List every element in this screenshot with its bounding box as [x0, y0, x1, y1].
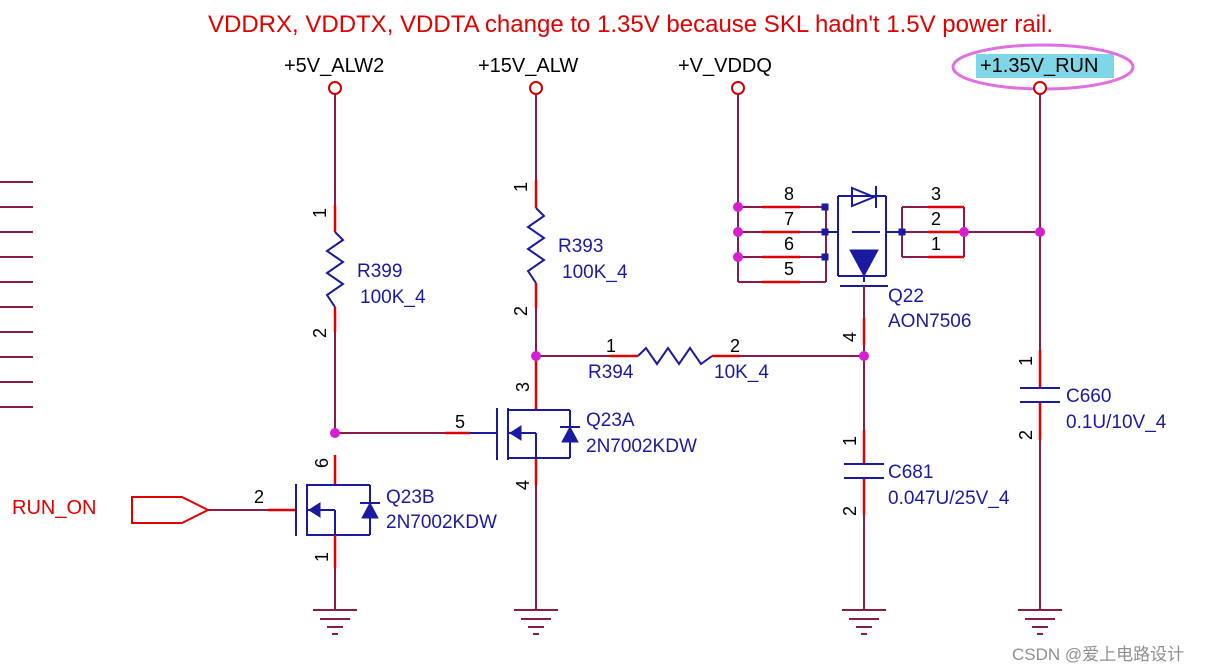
r393-pin1: 1	[511, 182, 531, 192]
wires-branch-15v	[534, 94, 864, 610]
q23a-source-pin: 4	[513, 480, 533, 490]
q23a-gate-pin: 5	[455, 412, 465, 432]
run-on-label: RUN_ON	[12, 497, 96, 519]
mosfet-q23a	[470, 408, 580, 460]
rail-highlight	[976, 54, 1114, 78]
resistor-r394	[637, 346, 713, 366]
q23a-drain-pin: 3	[513, 382, 533, 392]
rail-terminal-vddq	[731, 81, 745, 95]
r399-pin1: 1	[310, 208, 330, 218]
r399-value: 100K_4	[360, 287, 426, 308]
q23b-refdes: Q23B	[386, 487, 435, 508]
q23a-value: 2N7002KDW	[586, 436, 697, 457]
r394-pin1: 1	[606, 336, 616, 356]
capacitor-c660	[1020, 387, 1060, 403]
q22-pin-2: 2	[931, 209, 941, 229]
q22-refdes: Q22	[888, 286, 924, 307]
q22-pin-7: 7	[784, 209, 794, 229]
r399-pin2: 2	[310, 328, 330, 338]
q22-pin-8: 8	[784, 184, 794, 204]
resistor-r393	[526, 207, 546, 284]
wires-q22	[737, 94, 1040, 284]
junction-dots	[330, 202, 1045, 438]
rail-terminal-15v	[529, 81, 543, 95]
wires-branch-5v	[333, 94, 470, 610]
r393-refdes: R393	[558, 236, 603, 257]
mosfet-q23b	[208, 484, 380, 568]
annotation-note: VDDRX, VDDTX, VDDTA change to 1.35V beca…	[208, 11, 1053, 38]
r394-refdes: R394	[588, 362, 634, 383]
rail-terminal-1v35	[1033, 81, 1047, 95]
r399-refdes: R399	[357, 261, 402, 282]
rail-label-1v35-run: +1.35V_RUN	[980, 55, 1098, 77]
resistor-r399	[325, 231, 345, 308]
q23b-source-pin: 1	[312, 552, 332, 562]
r394-pin2: 2	[730, 336, 740, 356]
q22-pin-6: 6	[784, 234, 794, 254]
ground-symbol-c681	[842, 609, 886, 635]
q22-pin-3: 3	[931, 184, 941, 204]
ground-symbol-right	[1018, 609, 1062, 635]
q23a-refdes: Q23A	[586, 410, 635, 431]
mosfet-q22	[821, 186, 906, 287]
r393-value: 100K_4	[562, 262, 628, 283]
c660-refdes: C660	[1066, 386, 1111, 407]
r393-pin2: 2	[511, 306, 531, 316]
ground-symbol-middle	[514, 609, 558, 635]
q22-value: AON7506	[888, 311, 971, 332]
c681-value: 0.047U/25V_4	[888, 488, 1010, 509]
c681-refdes: C681	[888, 462, 933, 483]
run-on-port	[131, 496, 211, 524]
r394-value: 10K_4	[714, 362, 769, 383]
c660-pin1: 1	[1016, 356, 1036, 366]
q22-pin-1: 1	[931, 234, 941, 254]
rail-terminal-5v	[328, 81, 342, 95]
watermark: CSDN @爱上电路设计	[1012, 645, 1184, 664]
c660-pin2: 2	[1016, 430, 1036, 440]
q23b-value: 2N7002KDW	[386, 512, 497, 533]
capacitor-c681	[844, 463, 884, 479]
offpage-pin-stubs	[0, 181, 33, 408]
q23b-drain-pin: 6	[312, 458, 332, 468]
c681-pin2: 2	[840, 506, 860, 516]
rail-label-15v-alw: +15V_ALW	[478, 55, 578, 77]
c660-value: 0.1U/10V_4	[1066, 412, 1167, 433]
q23b-gate-pin: 2	[254, 487, 264, 507]
q22-pin-5: 5	[784, 259, 794, 279]
rail-label-v-vddq: +V_VDDQ	[678, 55, 772, 77]
q22-gate-pin: 4	[840, 332, 860, 342]
ground-symbol-left	[313, 609, 357, 635]
c681-pin1: 1	[840, 436, 860, 446]
rail-label-5v-alw2: +5V_ALW2	[284, 55, 384, 77]
